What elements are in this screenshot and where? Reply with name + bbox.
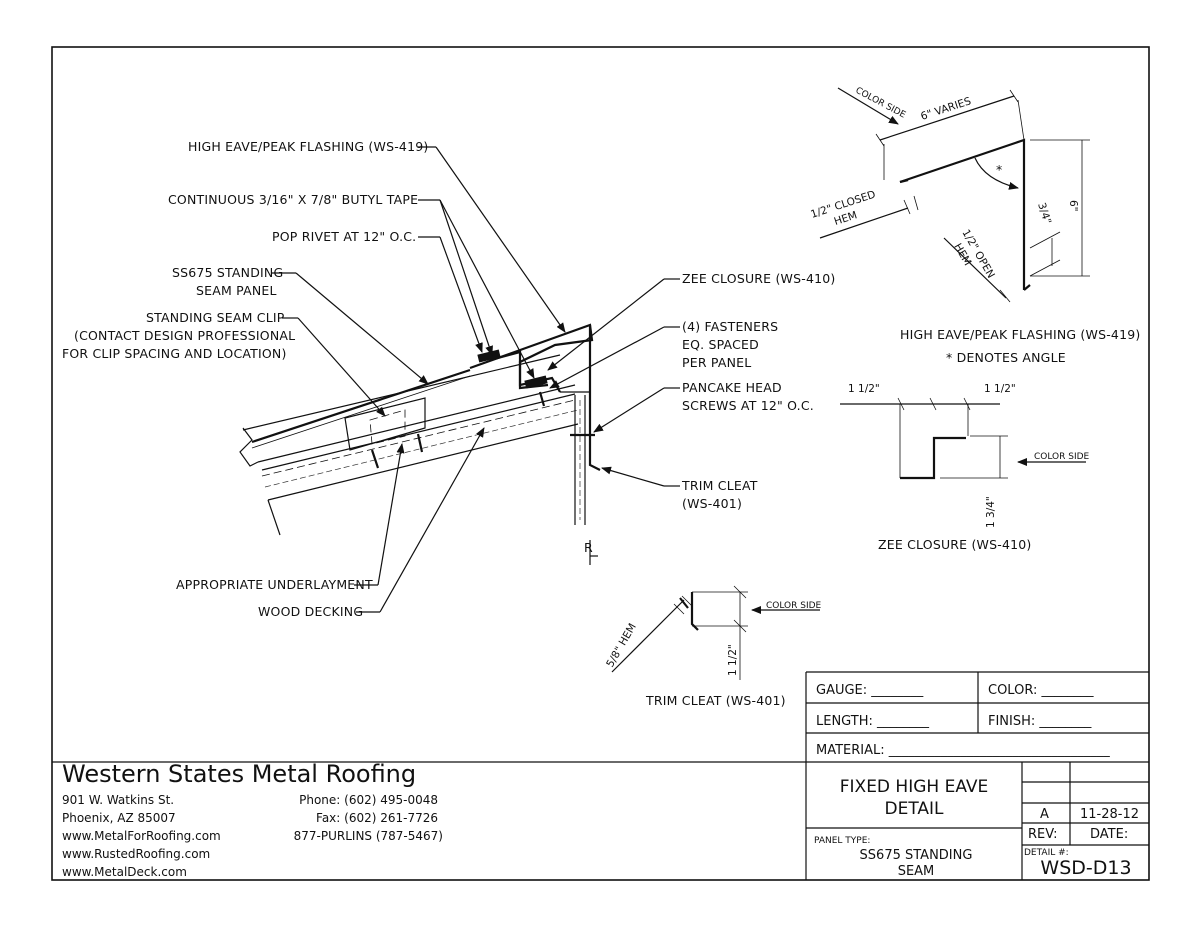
callout-underlayment: APPROPRIATE UNDERLAYMENT: [176, 577, 373, 592]
zee-dim-right: 1 1/2": [984, 383, 1016, 395]
flashing-leg-dim: 6": [1067, 200, 1079, 212]
centerline-mark: R: [584, 540, 593, 555]
detail-flashing: COLOR SIDE 6" VARIES * 1/2" CLOSED HEM 1…: [809, 86, 1140, 365]
panel-type-2: SEAM: [898, 864, 935, 879]
callout-trim-cleat-2: (WS-401): [682, 496, 742, 511]
callouts: HIGH EAVE/PEAK FLASHING (WS-419) CONTINU…: [62, 139, 835, 619]
cleat-caption: TRIM CLEAT (WS-401): [645, 693, 786, 708]
zee-caption: ZEE CLOSURE (WS-410): [878, 537, 1031, 552]
callout-fasteners-2: EQ. SPACED: [682, 337, 759, 352]
callout-fasteners-3: PER PANEL: [682, 355, 751, 370]
flashing-caption: HIGH EAVE/PEAK FLASHING (WS-419): [900, 327, 1140, 342]
rev-value: A: [1040, 807, 1049, 822]
callout-screws-1: PANCAKE HEAD: [682, 380, 782, 395]
field-finish: FINISH: ________: [988, 714, 1092, 729]
company-web-2: www.RustedRoofing.com: [62, 847, 210, 861]
cleat-color-side: COLOR SIDE: [766, 601, 822, 611]
callout-butyl-tape: CONTINUOUS 3/16" X 7/8" BUTYL TAPE: [168, 192, 418, 207]
sheet-border: [51, 46, 1150, 881]
field-color: COLOR: ________: [988, 683, 1094, 698]
field-material: MATERIAL: ______________________________…: [816, 743, 1110, 758]
flashing-hem-dim: 3/4": [1035, 201, 1053, 225]
panel-type-label: PANEL TYPE:: [814, 836, 870, 846]
callout-zee: ZEE CLOSURE (WS-410): [682, 271, 835, 286]
detail-zee: 1 1/2" 1 1/2" COLOR SIDE 1 3/4" ZEE CLOS…: [840, 383, 1090, 552]
company-web-1: www.MetalForRoofing.com: [62, 829, 221, 843]
main-assembly: R: [239, 323, 601, 565]
company-fax: Fax: (602) 261-7726: [316, 811, 438, 825]
callout-clip-3: FOR CLIP SPACING AND LOCATION): [62, 346, 287, 361]
callout-screws-2: SCREWS AT 12" O.C.: [682, 398, 814, 413]
company-web-3: www.MetalDeck.com: [62, 865, 187, 879]
rev-label: REV:: [1028, 827, 1057, 842]
callout-clip-2: (CONTACT DESIGN PROFESSIONAL: [74, 328, 295, 343]
zee-color-side: COLOR SIDE: [1034, 452, 1090, 462]
detail-number: WSD-D13: [1040, 857, 1131, 879]
callout-flashing: HIGH EAVE/PEAK FLASHING (WS-419): [188, 139, 428, 154]
callout-wood-decking: WOOD DECKING: [258, 604, 363, 619]
callout-fasteners-1: (4) FASTENERS: [682, 319, 778, 334]
zee-dim-left: 1 1/2": [848, 383, 880, 395]
callout-clip-1: STANDING SEAM CLIP: [146, 310, 285, 325]
panel-type-1: SS675 STANDING: [860, 848, 973, 863]
detail-label: DETAIL #:: [1024, 848, 1069, 858]
zee-height: 1 3/4": [985, 496, 997, 528]
date-label: DATE:: [1090, 827, 1128, 842]
flashing-angle-mark: *: [996, 162, 1002, 177]
company-tollfree: 877-PURLINS (787-5467): [294, 829, 443, 843]
drawing-title-2: DETAIL: [884, 799, 944, 819]
flashing-color-side: COLOR SIDE: [854, 86, 908, 121]
callout-panel-1: SS675 STANDING: [172, 265, 283, 280]
detail-cleat: 5/8" HEM COLOR SIDE 1 1/2" TRIM CLEAT (W…: [604, 585, 822, 708]
title-block: GAUGE: ________ COLOR: ________ LENGTH: …: [52, 671, 1149, 880]
cleat-height: 1 1/2": [727, 644, 739, 676]
company-info: Western States Metal Roofing 901 W. Watk…: [62, 760, 443, 879]
company-address-2: Phoenix, AZ 85007: [62, 811, 176, 825]
callout-panel-2: SEAM PANEL: [196, 283, 277, 298]
callout-pop-rivet: POP RIVET AT 12" O.C.: [272, 229, 416, 244]
callout-trim-cleat-1: TRIM CLEAT: [681, 478, 758, 493]
company-phone: Phone: (602) 495-0048: [299, 793, 438, 807]
company-name: Western States Metal Roofing: [62, 760, 416, 788]
flashing-note: * DENOTES ANGLE: [946, 350, 1066, 365]
field-gauge: GAUGE: ________: [816, 683, 924, 698]
drawing-title-1: FIXED HIGH EAVE: [840, 777, 988, 797]
date-value: 11-28-12: [1080, 807, 1139, 822]
company-address-1: 901 W. Watkins St.: [62, 793, 174, 807]
field-length: LENGTH: ________: [816, 714, 930, 729]
